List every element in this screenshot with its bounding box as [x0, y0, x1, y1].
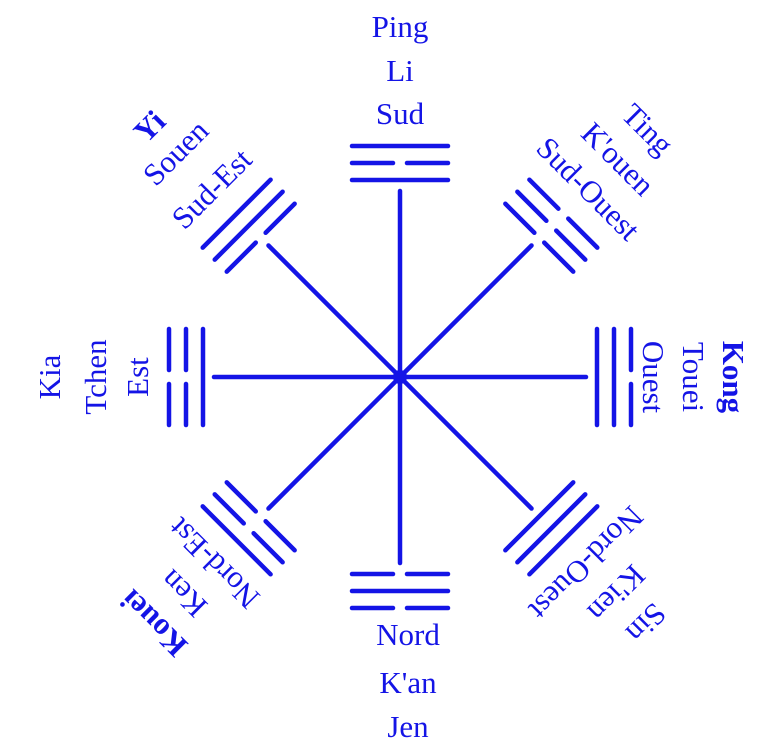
trigram-name: Touei: [676, 342, 711, 413]
yin-line: [503, 201, 537, 236]
trigrams: [166, 143, 634, 611]
yin-line: [527, 177, 561, 211]
yin-line: [224, 480, 259, 514]
trigram-ouest: [594, 326, 634, 428]
trigram-name: Li: [386, 53, 414, 88]
yin-line: [541, 240, 576, 274]
yang-line: [503, 480, 576, 553]
center-dot: [393, 370, 407, 384]
spoke-line: [397, 374, 534, 511]
labels-sud-ouest: Sud-Ouest K'ouen Ting: [530, 97, 681, 248]
spoke-nord-est: [266, 374, 403, 511]
yin-line: [224, 240, 259, 274]
labels-nord-est: Nord-Est Ken Kouei: [113, 510, 266, 663]
stem-name: Kong: [716, 341, 751, 414]
spoke-line: [266, 243, 403, 380]
labels-ouest: Ouest Touei Kong: [636, 341, 751, 414]
yin-line: [566, 216, 600, 250]
labels-sud: Sud Li Ping: [372, 9, 429, 131]
yang-line: [212, 189, 285, 262]
yin-line: [554, 228, 588, 262]
stem-name: Jen: [387, 709, 429, 744]
spoke-sud-est: [266, 243, 403, 380]
yang-line: [527, 504, 600, 577]
spoke-sud-ouest: [397, 243, 534, 380]
direction-label: Sud: [376, 96, 425, 131]
direction-label: Nord: [376, 617, 440, 652]
spokes: [211, 188, 589, 566]
spoke-line: [397, 243, 534, 380]
stem-name: Ping: [372, 9, 429, 44]
yang-line: [515, 492, 588, 565]
trigram-nord: [349, 571, 451, 611]
direction-label: Est: [120, 357, 155, 397]
stem-name: Kia: [32, 354, 67, 399]
spoke-nord-ouest: [397, 374, 534, 511]
direction-label: Ouest: [636, 341, 671, 414]
labels-est: Est Tchen Kia: [32, 339, 155, 415]
trigram-nord-est: [200, 480, 297, 577]
yin-line: [515, 189, 549, 223]
yang-line: [200, 504, 273, 577]
trigram-name: K'an: [379, 665, 437, 700]
trigram-est: [166, 326, 206, 428]
trigram-name: Tchen: [78, 339, 113, 415]
yin-line: [263, 201, 297, 236]
trigram-sud-est: [200, 177, 297, 274]
yang-line: [200, 177, 273, 250]
yin-line: [212, 492, 246, 526]
trigram-nord-ouest: [503, 480, 600, 577]
spoke-line: [266, 374, 403, 511]
yin-line: [251, 531, 285, 565]
trigram-sud: [349, 143, 451, 183]
yin-line: [263, 518, 297, 553]
labels-nord: Nord K'an Jen: [376, 617, 440, 744]
trigram-sud-ouest: [503, 177, 600, 274]
